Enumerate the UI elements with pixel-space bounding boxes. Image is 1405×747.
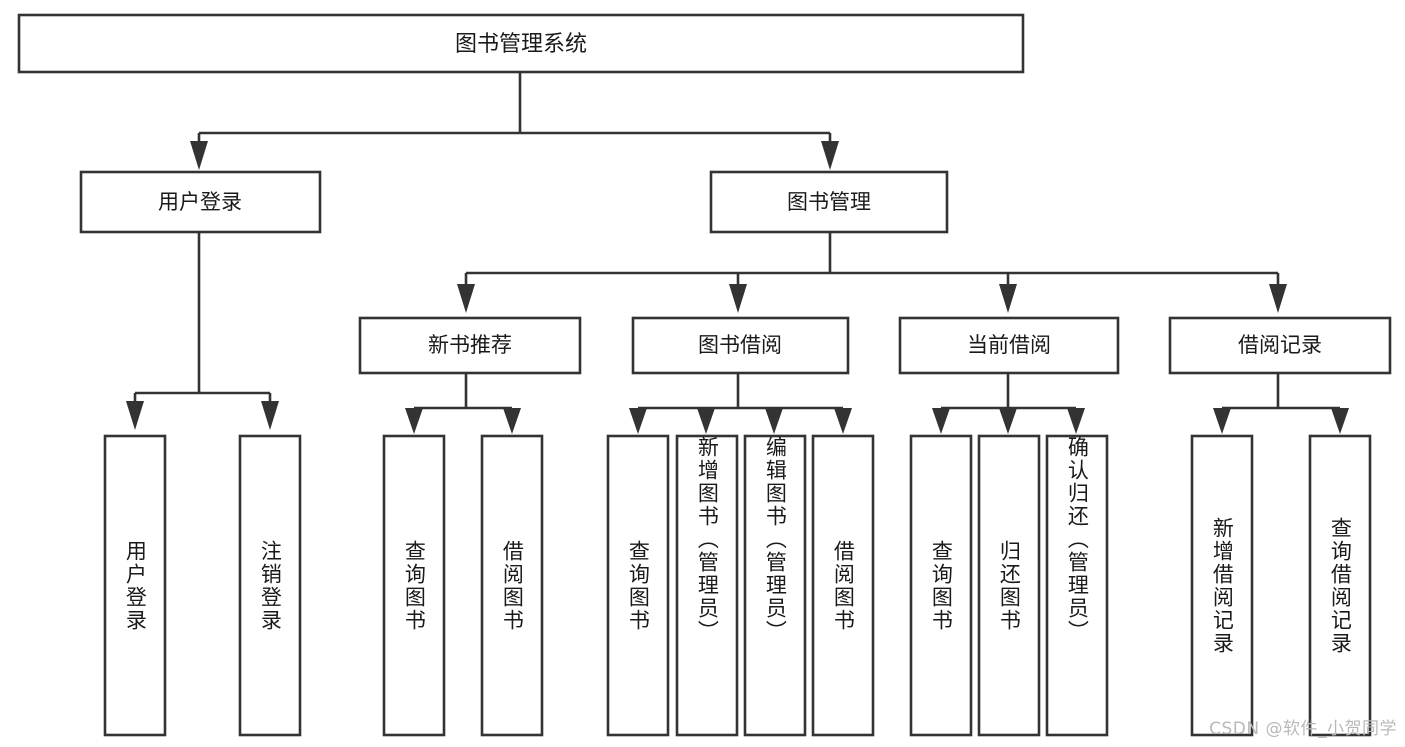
leaf-bookborrow-query-book[interactable]: [606, 434, 670, 737]
arrowhead-bb-add: [697, 408, 715, 434]
arrowhead-current-borrow: [999, 284, 1017, 313]
leaf-records-add-record[interactable]: [1190, 434, 1254, 737]
node-user-login[interactable]: [79, 170, 322, 234]
node-borrow-records[interactable]: [1168, 316, 1392, 375]
leaf-currentborrow-query-book[interactable]: [909, 434, 973, 737]
leaf-user-login-logout[interactable]: [238, 434, 302, 737]
node-book-management[interactable]: [709, 170, 949, 234]
arrowhead-cb-confirm: [1067, 408, 1085, 434]
arrowhead-cb-return: [999, 408, 1017, 434]
arrowhead-book-mgmt: [821, 141, 839, 170]
node-layer: 图书管理系统 用户登录 图书管理 新书推荐 图书借阅 当前借阅 借阅记录: [17, 13, 1392, 737]
node-borrow-records-label: 借阅记录: [1238, 333, 1322, 357]
leaf-newbook-borrow-book[interactable]: [480, 434, 544, 737]
node-book-borrow-label: 图书借阅: [698, 333, 782, 357]
arrowhead-bb-borrow: [834, 408, 852, 434]
arrowhead-rec-add: [1213, 408, 1231, 434]
arrowhead-cb-query: [932, 408, 950, 434]
arrowhead-bb-edit: [765, 408, 783, 434]
node-root[interactable]: [17, 13, 1025, 74]
arrowhead-user-login: [190, 141, 208, 170]
node-current-borrow-label: 当前借阅: [967, 333, 1051, 357]
arrowhead-book-borrow: [729, 284, 747, 313]
leaf-bookborrow-borrow-book[interactable]: [811, 434, 875, 737]
arrowhead-newbook-borrow: [503, 408, 521, 434]
node-new-book-recommend-label: 新书推荐: [428, 333, 512, 357]
leaf-newbook-query-book[interactable]: [382, 434, 446, 737]
node-book-borrow[interactable]: [631, 316, 850, 375]
leaf-currentborrow-return-book[interactable]: [977, 434, 1041, 737]
node-root-label: 图书管理系统: [455, 32, 587, 57]
arrowhead-borrow-records: [1269, 284, 1287, 313]
node-book-management-label: 图书管理: [787, 190, 871, 214]
node-user-login-label: 用户登录: [158, 190, 242, 214]
leaf-currentborrow-confirm-return[interactable]: [1045, 434, 1109, 737]
arrowhead-leaf-user-login: [126, 401, 144, 430]
arrowhead-newbook-query: [405, 408, 423, 434]
leaf-bookborrow-edit-book[interactable]: [743, 434, 807, 737]
arrowhead-rec-query: [1331, 408, 1349, 434]
leaf-records-query-record[interactable]: [1308, 434, 1372, 737]
arrowhead-bb-query: [629, 408, 647, 434]
leaf-bookborrow-add-book[interactable]: [675, 434, 739, 737]
csdn-watermark: CSDN @软件_小贺同学: [1209, 719, 1397, 739]
arrowhead-new-book: [457, 284, 475, 313]
node-new-book-recommend[interactable]: [358, 316, 582, 375]
arrowhead-leaf-logout: [261, 401, 279, 430]
leaf-user-login-login[interactable]: [103, 434, 167, 737]
connector-layer: [126, 72, 1349, 434]
node-current-borrow[interactable]: [898, 316, 1120, 375]
